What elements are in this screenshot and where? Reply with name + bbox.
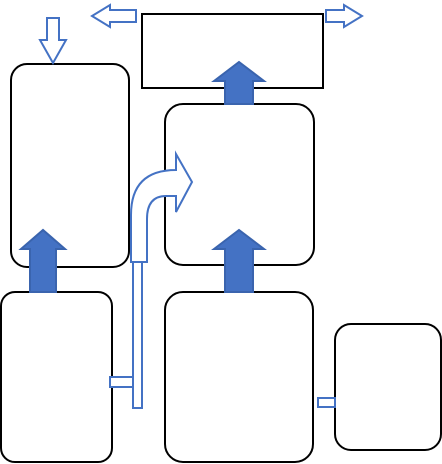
- bottom-left-box: [0, 291, 113, 463]
- up-arrow-left-icon: [18, 228, 68, 293]
- top-right-arrow-icon: [325, 3, 364, 29]
- bottom-middle-box: [164, 291, 314, 463]
- top-left-arrow-icon: [90, 3, 137, 29]
- down-arrow-icon: [38, 17, 68, 66]
- up-arrow-middle-icon: [211, 228, 267, 293]
- left-tall-box: [10, 63, 130, 268]
- up-arrow-top-icon: [211, 60, 267, 105]
- right-small-box: [334, 323, 442, 451]
- bent-arrow-icon: [130, 150, 194, 263]
- connector-vertical: [132, 261, 143, 409]
- connector-horizontal: [109, 376, 134, 388]
- connector-right: [317, 397, 336, 408]
